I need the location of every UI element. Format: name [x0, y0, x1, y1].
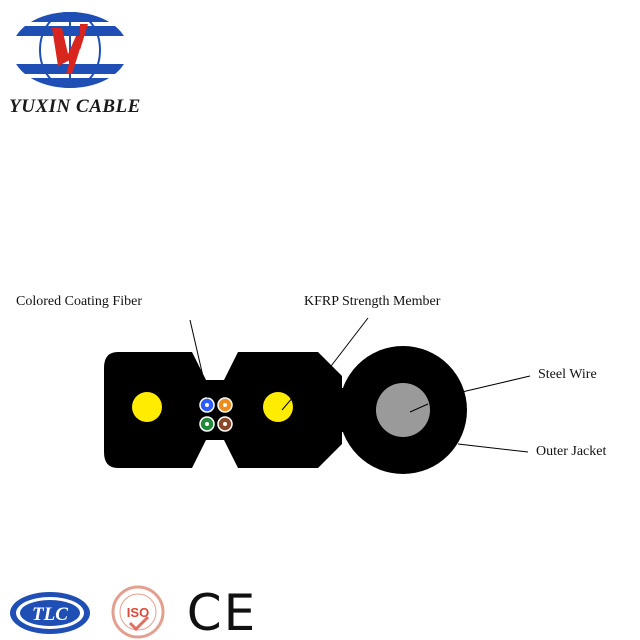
leader-line-kfrp-inner	[281, 395, 295, 411]
tlc-certification-logo: TLC	[10, 592, 90, 634]
iso-certification-seal: ISO	[111, 585, 165, 639]
label-steel-wire: Steel Wire	[538, 367, 597, 382]
leader-line-jacket	[457, 443, 529, 453]
label-outer-jacket: Outer Jacket	[536, 444, 607, 459]
ce-text: CE	[187, 586, 258, 636]
colored-fibers	[199, 397, 233, 432]
tlc-text: TLC	[32, 604, 68, 625]
iso-text: ISO	[127, 605, 149, 620]
globe-lightning-logo-icon	[12, 12, 128, 88]
leader-line-fiber	[189, 319, 209, 399]
steel-wire	[376, 383, 430, 437]
brand-name: YUXIN CABLE	[9, 96, 141, 117]
strength-member-left	[132, 392, 162, 422]
leader-line-steel-inner	[409, 403, 429, 413]
strength-member-right	[263, 392, 293, 422]
ce-mark: CE	[187, 586, 258, 636]
leader-line-kfrp	[327, 317, 369, 371]
leader-line-steel	[461, 375, 531, 393]
label-colored-coating-fiber: Colored Coating Fiber	[16, 294, 142, 309]
label-kfrp-strength-member: KFRP Strength Member	[304, 294, 441, 309]
